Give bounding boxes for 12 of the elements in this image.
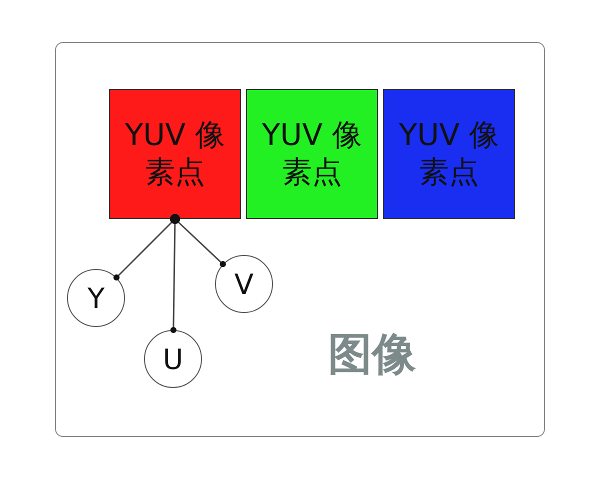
pixel-label: YUV 像素点 (260, 116, 364, 192)
component-letter: V (234, 268, 254, 300)
pixel-box (246, 89, 378, 219)
pixel-box (109, 89, 241, 219)
component-letter: Y (87, 282, 105, 314)
connector-line (170, 214, 226, 268)
image-title: 图像 (328, 328, 416, 382)
pixel-label: YUV 像素点 (398, 116, 500, 192)
pixel-box (383, 89, 515, 219)
pixel-label: YUV 像素点 (124, 116, 226, 192)
image-frame (55, 42, 545, 437)
component-letter: U (162, 342, 184, 376)
